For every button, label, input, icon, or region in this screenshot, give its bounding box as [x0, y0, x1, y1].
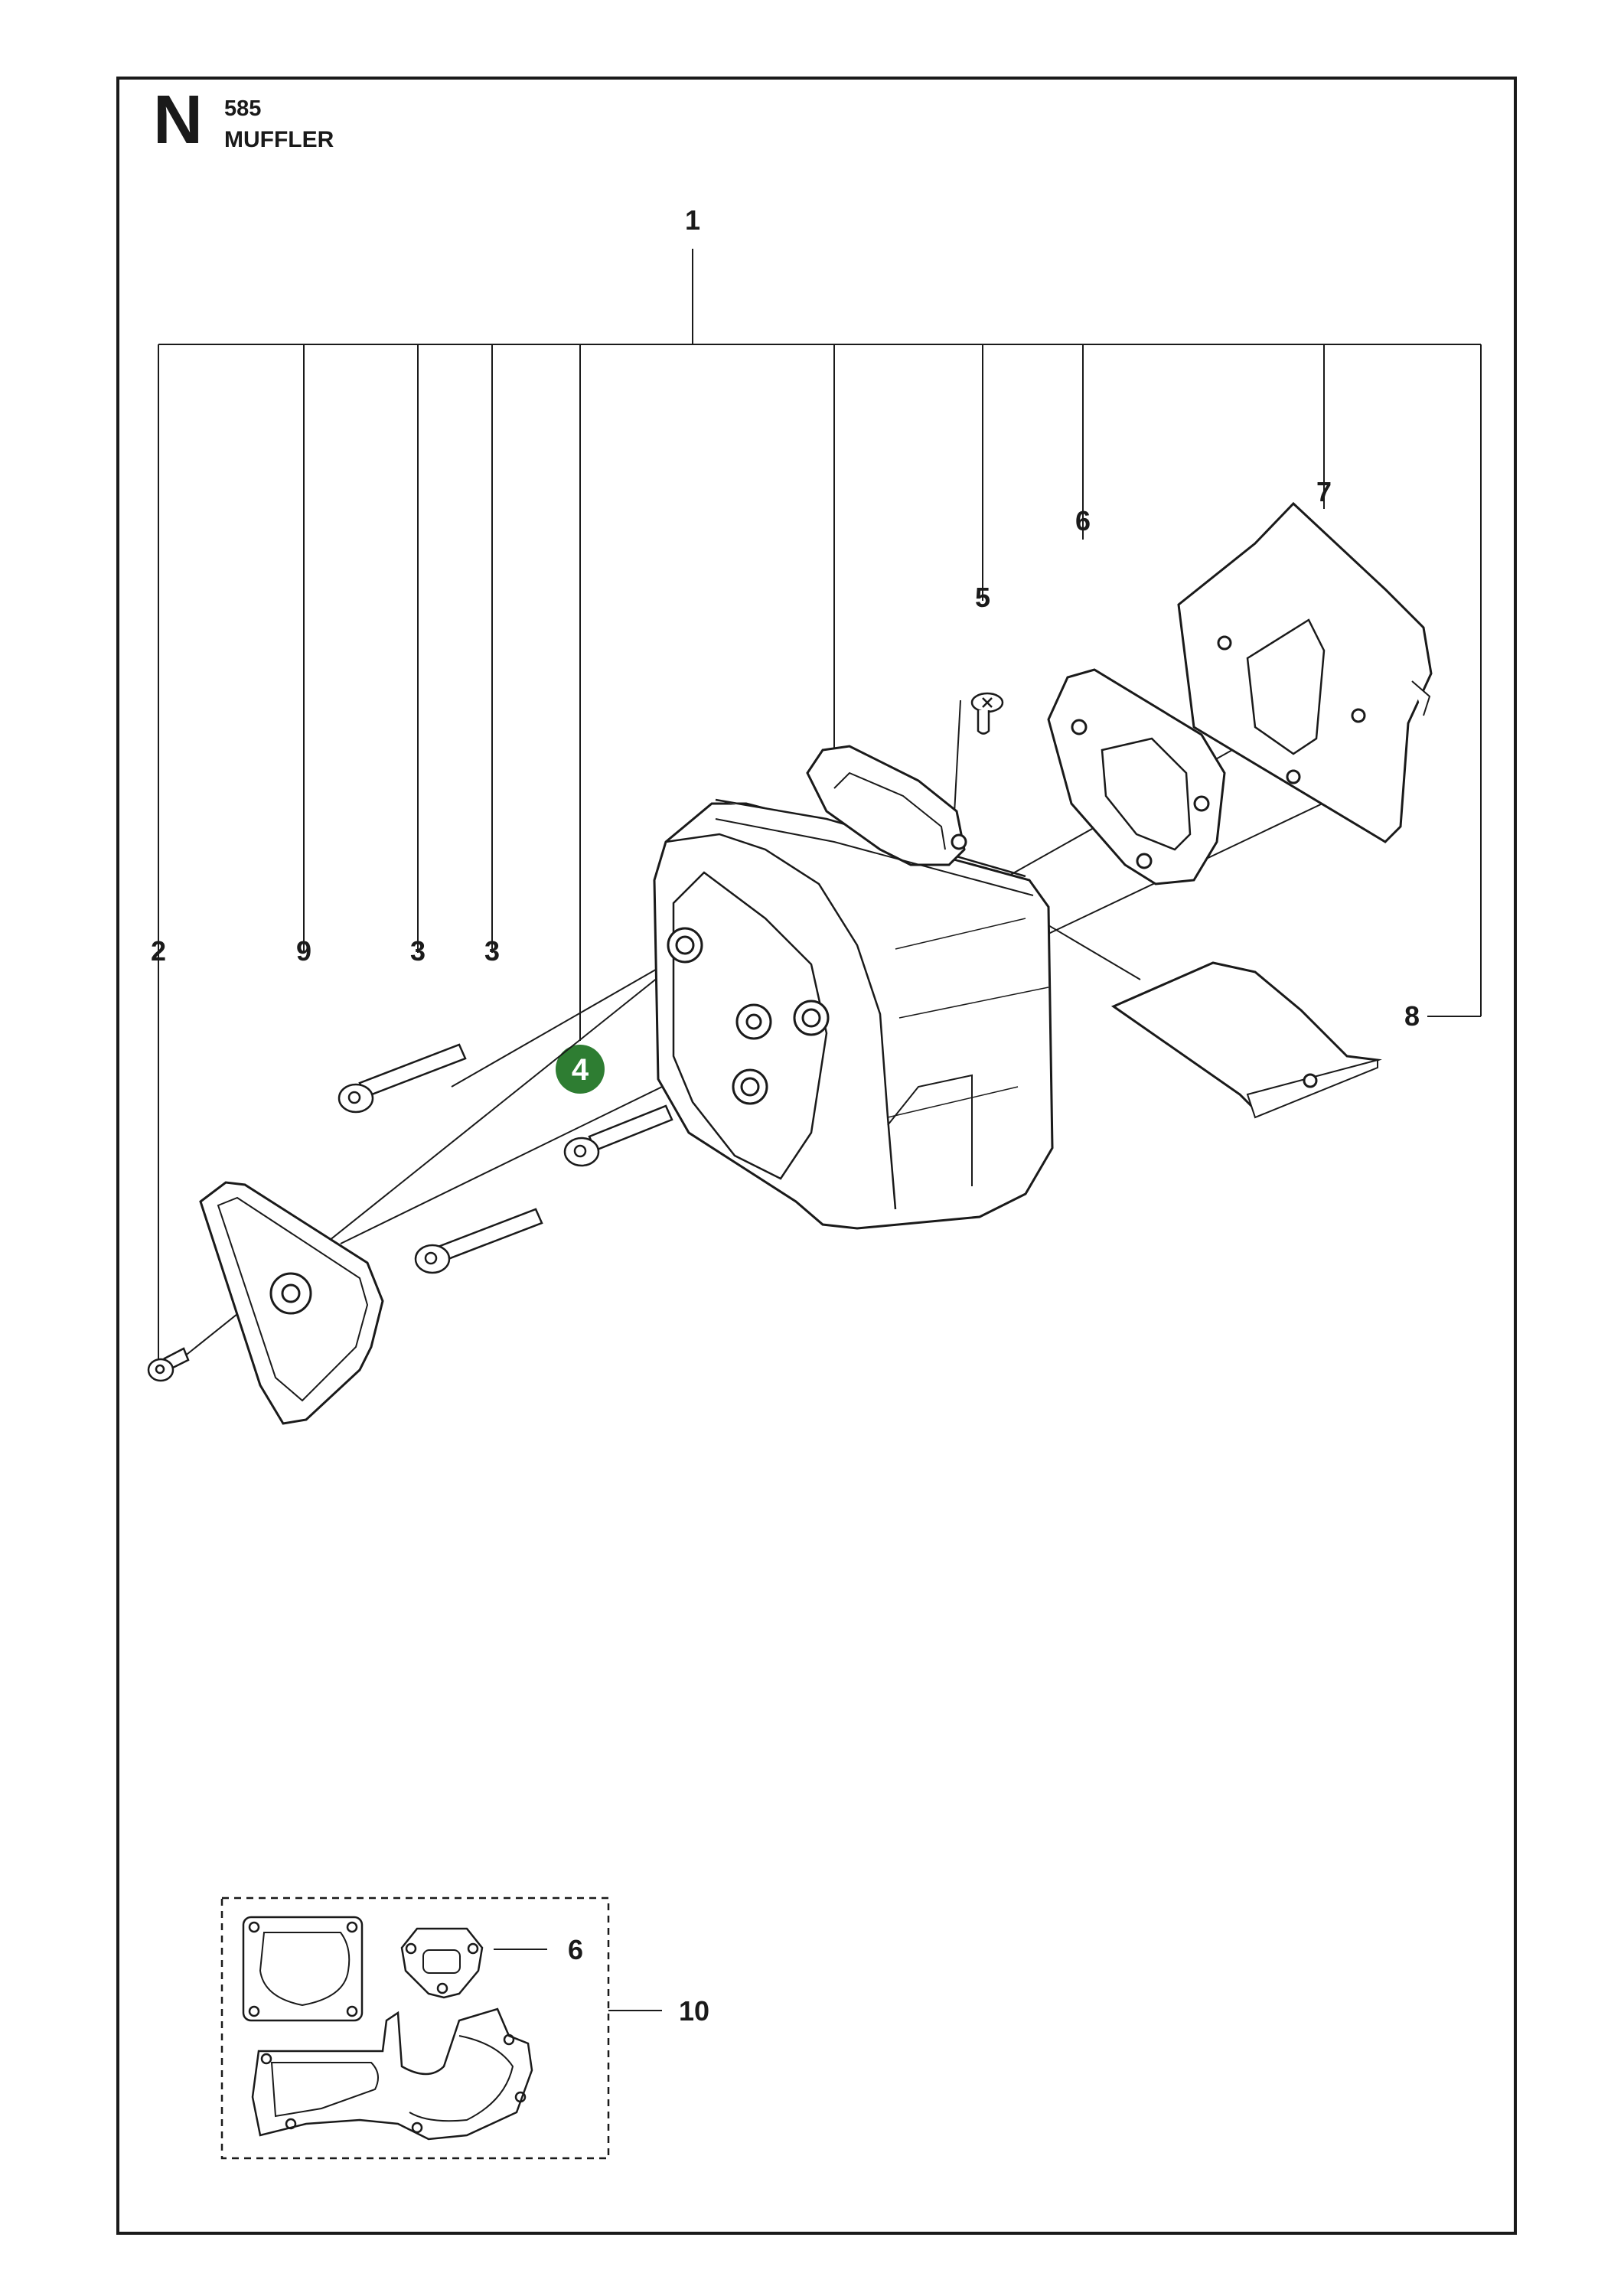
callout-4: 4 [572, 1053, 589, 1087]
page-frame [116, 77, 1517, 2235]
callout-3a: 3 [410, 935, 426, 967]
screw-part-5 [970, 692, 1004, 735]
callout-6: 6 [1075, 505, 1091, 536]
muffler-body-part-1 [653, 745, 1054, 1230]
kit-callout-6: 6 [568, 1934, 583, 1965]
deflector-part-8 [1110, 961, 1382, 1119]
gasket-part-6 [1047, 668, 1226, 885]
heat-shield-part-7 [1177, 501, 1433, 843]
gasket-kit-box: 10 6 [220, 1896, 709, 2160]
highlight-badge-4: 4 [556, 1045, 605, 1094]
section-letter: N [153, 82, 203, 158]
cylinder-gasket [242, 1916, 364, 2022]
crankcase-gasket [251, 2007, 533, 2141]
callout-10: 10 [679, 1995, 709, 2027]
diagram-title: MUFFLER [224, 127, 334, 152]
model-number: 585 [224, 96, 262, 121]
bolt-part-3c [563, 1104, 673, 1167]
callout-9: 9 [296, 935, 311, 967]
callout-8: 8 [1404, 1000, 1420, 1032]
bolt-part-3b [414, 1208, 543, 1274]
kit-gasket-6 [400, 1927, 484, 1999]
cover-plate-part-9 [199, 1181, 384, 1425]
bolt-part-3a [338, 1043, 467, 1114]
callout-1: 1 [685, 204, 700, 236]
callout-3b: 3 [484, 935, 500, 967]
item-1-bracket [158, 249, 1482, 1370]
callout-5: 5 [975, 582, 990, 613]
callout-2: 2 [151, 935, 166, 967]
callout-7: 7 [1316, 476, 1332, 507]
screw-part-2 [147, 1347, 190, 1382]
